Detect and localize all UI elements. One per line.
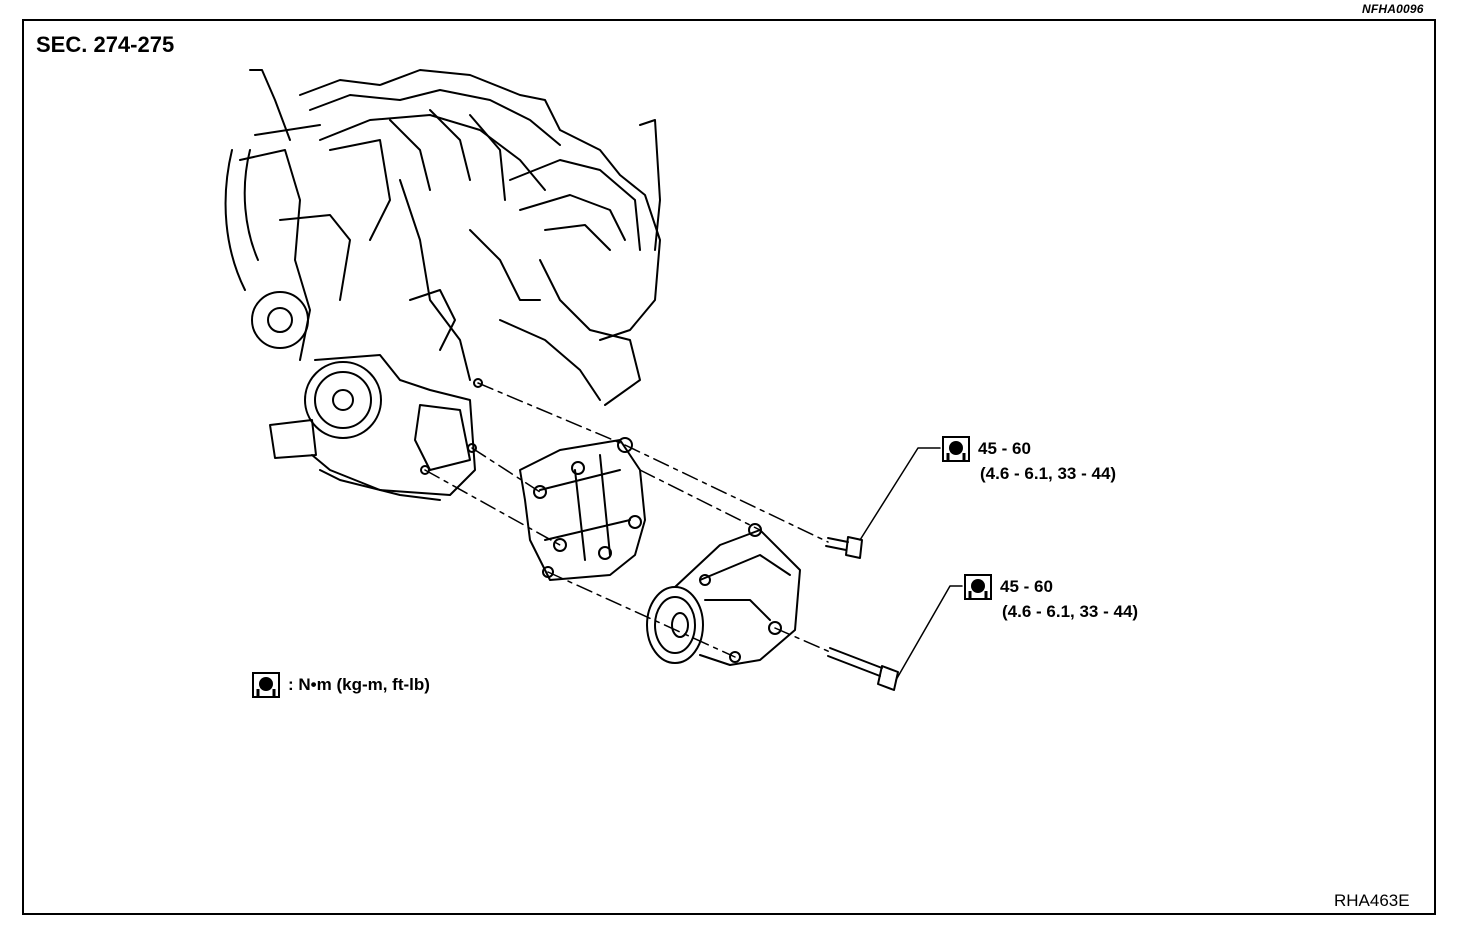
section-label: SEC. 274-275 (36, 32, 175, 57)
torque-wrench-icon (964, 574, 992, 600)
torque-value: 45 - 60 (978, 439, 1031, 458)
torque-wrench-icon (942, 436, 970, 462)
engine-block (224, 69, 661, 501)
bolt-upper (825, 536, 863, 559)
leader-lines (859, 447, 963, 681)
torque-wrench-icon (252, 672, 280, 698)
torque-legend: : N•m (kg-m, ft-lb) (252, 672, 430, 698)
torque-value: 45 - 60 (1000, 577, 1053, 596)
torque-conversion: (4.6 - 6.1, 33 - 44) (1002, 602, 1139, 621)
alignment-lines (424, 382, 831, 658)
torque-conversion: (4.6 - 6.1, 33 - 44) (980, 464, 1117, 483)
figure-code-bottom: RHA463E (1334, 891, 1410, 910)
legend-text: : N•m (kg-m, ft-lb) (288, 675, 430, 694)
figure-code-top: NFHA0096 (1362, 2, 1424, 16)
ac-compressor (646, 523, 801, 666)
torque-callout-upper: 45 - 60 (4.6 - 6.1, 33 - 44) (942, 436, 1116, 486)
diagram-frame (22, 19, 1436, 915)
mounting-bracket (519, 437, 646, 581)
torque-callout-lower: 45 - 60 (4.6 - 6.1, 33 - 44) (964, 574, 1138, 624)
bolt-lower (827, 647, 899, 691)
